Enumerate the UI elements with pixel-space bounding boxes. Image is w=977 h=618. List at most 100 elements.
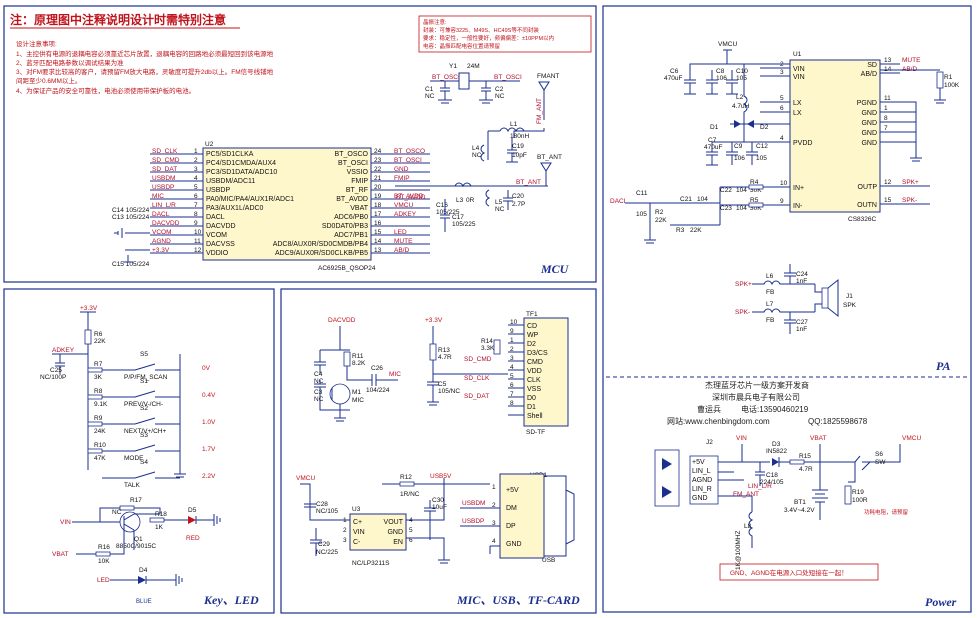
- u2-pin-label: PC5/SD1CLKA: [206, 151, 254, 158]
- r3-ref: R3: [676, 227, 685, 234]
- u1-pin-label: PGND: [857, 100, 877, 107]
- u1-pin-label: VIN: [793, 74, 805, 81]
- q1-val: 8850C/9015C: [116, 543, 156, 550]
- r17-ref: R17: [130, 497, 142, 504]
- u3-pin-number: 2: [343, 527, 347, 534]
- tf-pin-label: VSS: [527, 386, 541, 393]
- r3-val: 22K: [690, 227, 702, 234]
- power-fmant-net: FM_ANT: [733, 491, 759, 498]
- u2-pin-number: 9: [194, 220, 198, 227]
- u2-pin-number: 7: [194, 202, 198, 209]
- key-switch-label: P/P/FM_SCAN: [124, 374, 168, 381]
- c8-ref: C8: [716, 68, 725, 75]
- u1-pin-label: LX: [793, 100, 802, 107]
- l8-val: 1K@100MHZ: [735, 530, 742, 570]
- u2-pin-label: BT_OSCI: [338, 160, 368, 167]
- cap-c13: C13 105/224: [112, 214, 150, 221]
- fm-wire: [513, 128, 545, 138]
- u2-pin-number: 1: [194, 148, 198, 155]
- c30-val: 10uF: [432, 504, 447, 511]
- m1-val: MIC: [352, 397, 364, 404]
- u2-pin-number: 24: [374, 148, 382, 155]
- u3-pin-number: 5: [409, 527, 413, 534]
- u2-pin-number: 5: [194, 184, 198, 191]
- q1-wires: [133, 507, 161, 550]
- r6-body: [84, 329, 92, 345]
- usb-net-dm: USBDM: [462, 500, 485, 507]
- u3-name: NC/LP3211S: [352, 560, 390, 567]
- r19-ref: R19: [852, 489, 864, 496]
- key-resistor-ref: R8: [94, 388, 103, 395]
- c16-val: 105/225: [436, 209, 460, 216]
- d1-ref: D1: [710, 124, 719, 131]
- key-switch-label: TALK: [124, 482, 140, 489]
- c21-val: 104: [697, 196, 708, 203]
- r5-ref: R5: [750, 197, 759, 204]
- c27-val: 1nF: [796, 326, 807, 333]
- c17-val: 105/225: [452, 221, 476, 228]
- tf-pin-label: CMD: [527, 359, 543, 366]
- mcu-frame: [3, 5, 597, 283]
- c3-val: NC: [314, 396, 324, 403]
- u3-pin-number: 3: [343, 537, 347, 544]
- key-nc: NC: [112, 509, 122, 516]
- l3-inductor: [454, 182, 472, 188]
- r2-ref: R2: [655, 209, 664, 216]
- usb-receptacle: [544, 475, 575, 557]
- key-resistor-val: 47K: [94, 455, 106, 462]
- u2-right-net: BT_OSCO: [394, 148, 425, 155]
- c27-cap: [784, 312, 796, 334]
- usb-pin-number: 4: [492, 538, 496, 545]
- tf-pin-number: 4: [510, 364, 514, 371]
- tf-section: +3.3V R13 4.7R C5 105/NC R14 3.3K SD_CMD…: [425, 311, 569, 436]
- ldo-gnd: [406, 537, 450, 564]
- u2-right-net: BT_OSCI: [394, 157, 422, 164]
- crystal-net-osci: BT_OSCI: [494, 74, 522, 81]
- key-switch-2: [134, 390, 156, 398]
- tf-pin-label: CLK: [527, 377, 541, 384]
- speaker-cone: [827, 278, 839, 318]
- c19-val: 10pF: [512, 152, 527, 159]
- l7-inductor: [752, 308, 815, 314]
- c24-val: 1nF: [796, 278, 807, 285]
- company-website: 网站:www.chenbingdom.com: [667, 416, 770, 426]
- usb5v-wire: [406, 483, 490, 521]
- u2-pin-label: PC3/SD1DATA/ADC10: [206, 169, 277, 176]
- fm-filter: [487, 130, 518, 163]
- m1-mic: [329, 383, 351, 405]
- key-resistor-2: [87, 394, 103, 400]
- company-line2: 深圳市晨兵电子有限公司: [712, 392, 800, 402]
- vin-wire: [718, 444, 770, 463]
- r11-ref: R11: [352, 353, 364, 360]
- r12-val: 1R/NC: [400, 491, 420, 498]
- mic-gnd: [314, 380, 350, 422]
- u2-pin-number: 11: [194, 238, 201, 245]
- vbat-wire-key: [76, 528, 125, 555]
- l4-inductor: [480, 144, 486, 162]
- d3-diode: [772, 458, 779, 466]
- crystal-ref: Y1: [449, 63, 457, 70]
- cap-c15: C15 105/224: [112, 261, 150, 268]
- dacl-wire: [625, 202, 720, 244]
- c26-cap: [371, 374, 398, 386]
- u1-pin-label: SD: [867, 62, 877, 69]
- u1-pin-label: VIN: [793, 66, 805, 73]
- u2-pin-number: 4: [194, 175, 198, 182]
- c21-ref: C21: [680, 196, 692, 203]
- l3-ref: L3: [456, 197, 464, 204]
- d3-val: IN5822: [766, 448, 787, 455]
- u1-pin-label: GND: [861, 130, 877, 137]
- crystal-net-osco: BT_OSCO: [432, 74, 463, 81]
- r19-body: [844, 485, 852, 505]
- r16-body: [95, 551, 111, 557]
- l1-val: 180nH: [510, 133, 529, 140]
- c30-cap: [424, 500, 436, 540]
- u1-pin-number: 12: [884, 179, 892, 186]
- u1-right-net: MUTE: [902, 57, 921, 64]
- l2-inductor: [742, 64, 790, 125]
- key-switch-label: PREV/V-/CH-: [124, 401, 163, 408]
